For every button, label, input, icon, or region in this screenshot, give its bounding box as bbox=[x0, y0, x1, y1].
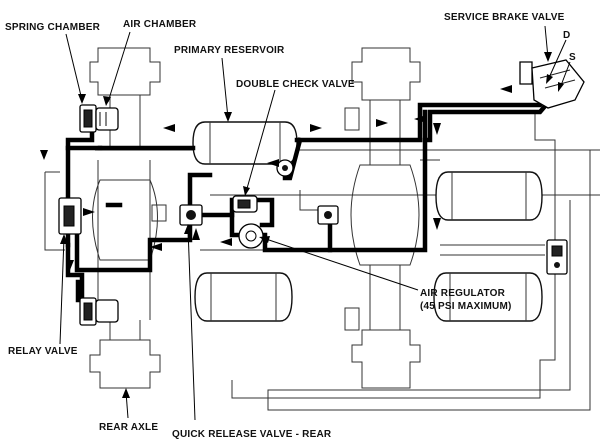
service-brake-valve bbox=[519, 59, 585, 109]
air-regulator bbox=[238, 223, 264, 249]
label-double-check-valve: DOUBLE CHECK VALVE bbox=[236, 79, 355, 90]
label-quick-release-valve: QUICK RELEASE VALVE - REAR bbox=[172, 429, 332, 440]
spring-chamber bbox=[79, 104, 97, 133]
label-port-d: D bbox=[563, 30, 570, 41]
flow-arrows bbox=[40, 85, 512, 270]
air-chamber bbox=[95, 107, 119, 131]
rear-spring-chamber-lower bbox=[79, 297, 119, 326]
label-relay-valve: RELAY VALVE bbox=[8, 346, 78, 357]
double-check-valve bbox=[232, 195, 258, 213]
labels: SPRING CHAMBER AIR CHAMBER PRIMARY RESER… bbox=[5, 12, 576, 440]
label-port-s: S bbox=[569, 52, 576, 63]
front-valve bbox=[276, 159, 339, 225]
quick-release-valve-rear bbox=[179, 204, 203, 226]
label-air-chamber: AIR CHAMBER bbox=[123, 19, 197, 30]
chassis-frame bbox=[44, 47, 600, 411]
right-valve bbox=[546, 239, 568, 275]
label-rear-axle: REAR AXLE bbox=[99, 422, 158, 433]
reservoir-tanks bbox=[192, 121, 543, 322]
relay-valve bbox=[58, 197, 82, 235]
label-spring-chamber: SPRING CHAMBER bbox=[5, 22, 101, 33]
label-service-brake-valve: SERVICE BRAKE VALVE bbox=[444, 12, 565, 23]
label-air-regulator: AIR REGULATOR bbox=[420, 288, 506, 299]
label-primary-reservoir: PRIMARY RESERVOIR bbox=[174, 45, 285, 56]
label-air-regulator-note: (45 PSI MAXIMUM) bbox=[420, 301, 512, 312]
leader-lines bbox=[59, 25, 571, 421]
